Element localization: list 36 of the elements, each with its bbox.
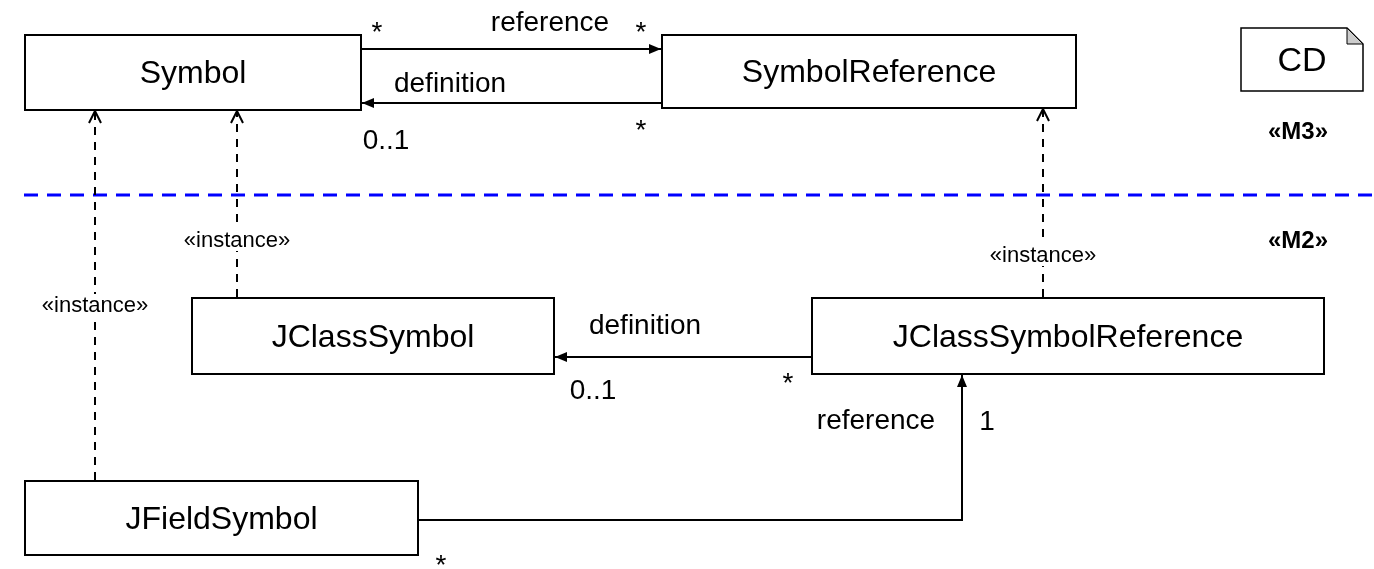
association-arrow xyxy=(418,374,967,521)
class-name: JFieldSymbol xyxy=(125,499,318,537)
class-name: Symbol xyxy=(139,54,247,91)
class-box xyxy=(24,480,419,556)
class-box xyxy=(191,297,555,375)
dependency-arrow xyxy=(88,110,102,481)
edge-label: definition xyxy=(588,311,702,339)
edge-label: reference xyxy=(816,406,936,434)
class-name: JClassSymbol xyxy=(271,317,475,355)
multiplicity-label: * xyxy=(635,116,647,144)
association-arrow xyxy=(554,352,812,362)
class-name: JClassSymbolReference xyxy=(892,317,1244,355)
class-box xyxy=(24,34,362,111)
class-box xyxy=(661,34,1077,109)
class-box xyxy=(811,297,1325,375)
multiplicity-label: * xyxy=(371,18,383,46)
class-name: SymbolReference xyxy=(741,53,997,90)
edge-label: «instance» xyxy=(39,294,151,316)
level-label: «M3» xyxy=(1268,119,1328,143)
note-box xyxy=(1240,27,1364,92)
dependency-arrow xyxy=(230,110,244,298)
multiplicity-label: 1 xyxy=(979,407,995,435)
multiplicity-label: * xyxy=(782,369,794,397)
level-label: «M2» xyxy=(1268,228,1328,252)
edge-label: «instance» xyxy=(181,229,293,251)
multiplicity-label: * xyxy=(435,551,447,569)
dependency-arrow xyxy=(1036,108,1050,298)
diagram-kind-label: CD xyxy=(1277,40,1327,79)
multiplicity-label: * xyxy=(635,18,647,46)
association-arrow xyxy=(361,44,662,54)
association-arrow xyxy=(361,98,662,108)
edge-label: definition xyxy=(393,69,507,97)
edge-label: «instance» xyxy=(987,244,1099,266)
edge-label: reference xyxy=(490,8,610,36)
multiplicity-label: 0..1 xyxy=(362,126,410,154)
multiplicity-label: 0..1 xyxy=(569,376,617,404)
